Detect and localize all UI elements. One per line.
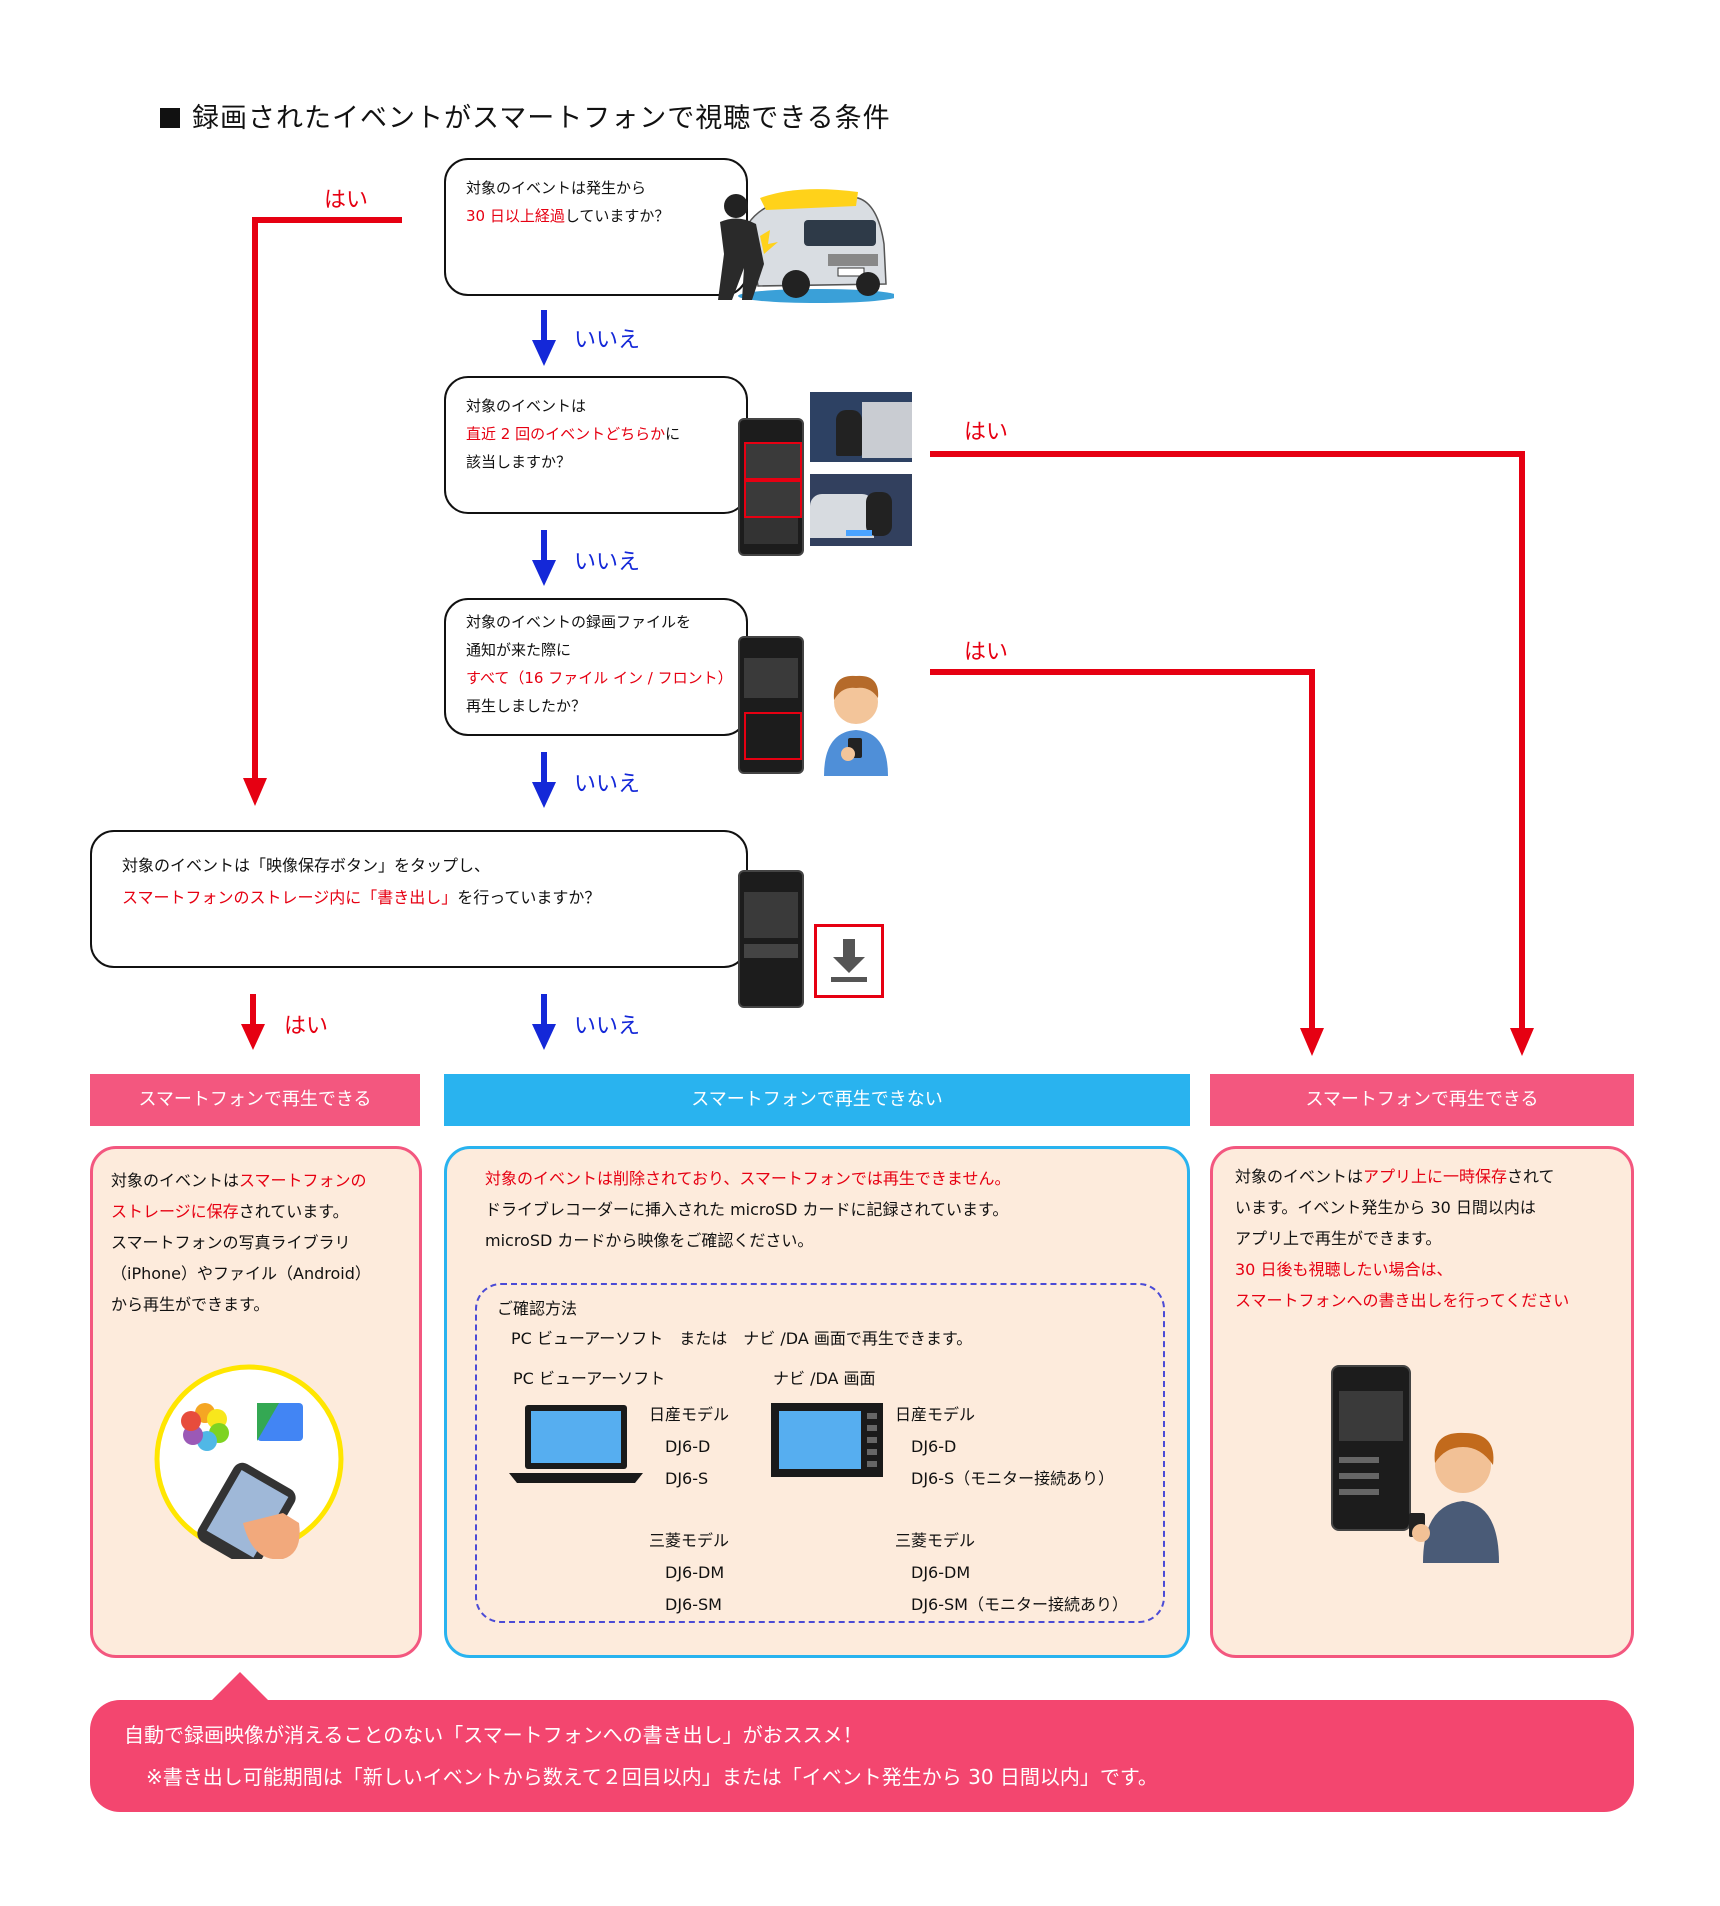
question-4: 対象のイベントは「映像保存ボタン」をタップし、 スマートフォンのストレージ内に「… — [90, 830, 748, 968]
no-label-q1: いいえ — [574, 328, 641, 353]
yes-arrow-q2-to-right — [930, 451, 1534, 1056]
no-arrow-q2-q3 — [532, 530, 556, 586]
question-2: 対象のイベントは 直近 2 回のイベントどちらかに 該当しますか？ — [444, 376, 748, 514]
navi-mitsubishi-label: 三菱モデル — [895, 1531, 976, 1550]
title-square-icon — [160, 108, 180, 128]
navi-nissan-model-1: DJ6-D — [911, 1437, 957, 1456]
person-with-phone-illustration — [824, 675, 888, 776]
pc-nissan-label: 日産モデル — [649, 1405, 730, 1424]
no-arrow-q4-middle — [532, 994, 556, 1050]
pc-mitsubishi-model-2: DJ6-SM — [665, 1595, 722, 1614]
navi-mitsubishi-model-1: DJ6-DM — [911, 1563, 971, 1582]
navi-screen-icon — [771, 1403, 883, 1477]
pc-nissan-model-1: DJ6-D — [665, 1437, 711, 1456]
confirm-method-box — [475, 1283, 1165, 1623]
result-panel-middle: 対象のイベントは削除されており、スマートフォンでは再生できません。 ドライブレコ… — [444, 1146, 1190, 1658]
no-arrow-q3-q4 — [532, 752, 556, 808]
car-thief-illustration — [718, 189, 894, 303]
no-label-q4: いいえ — [574, 1014, 641, 1039]
question-3: 対象のイベントの録画ファイルを 通知が来た際に すべて（16 ファイル イン /… — [444, 598, 748, 736]
pc-nissan-model-2: DJ6-S — [665, 1469, 709, 1488]
pc-mitsubishi-label: 三菱モデル — [649, 1531, 730, 1550]
phone-save-image — [738, 870, 804, 1008]
confirm-title: ご確認方法 — [497, 1299, 578, 1318]
pc-mitsubishi-model-1: DJ6-DM — [665, 1563, 725, 1582]
callout-pointer — [210, 1672, 270, 1702]
person-with-phone-illustration-right — [1409, 1432, 1499, 1563]
yes-arrow-q1-to-q4 — [243, 217, 402, 806]
bottom-recommendation-banner: 自動で録画映像が消えることのない「スマートフォンへの書き出し」がおススメ！ ※書… — [90, 1700, 1634, 1812]
navi-mitsubishi-model-2: DJ6-SM（モニター接続あり） — [911, 1595, 1128, 1614]
result-panel-left: 対象のイベントはスマートフォンの ストレージに保存されています。 スマートフォン… — [90, 1146, 422, 1658]
result-header-middle: スマートフォンで再生できない — [444, 1074, 1190, 1126]
no-label-q3: いいえ — [574, 772, 641, 797]
navi-title: ナビ /DA 画面 — [773, 1369, 876, 1388]
navi-nissan-label: 日産モデル — [895, 1405, 976, 1424]
result-header-right: スマートフォンで再生できる — [1210, 1074, 1634, 1126]
question-1: 対象のイベントは発生から 30 日以上経過していますか？ — [444, 158, 748, 296]
yes-arrow-q3-to-right — [930, 669, 1324, 1056]
event-thumbnail-2 — [810, 474, 912, 546]
no-arrow-q1-q2 — [532, 310, 556, 366]
yes-label-q1: はい — [324, 188, 369, 213]
pc-viewer-title: PC ビューアーソフト — [513, 1369, 666, 1388]
download-icon — [814, 924, 884, 998]
result-panel-right: 対象のイベントはアプリ上に一時保存されて います。イベント発生から 30 日間以… — [1210, 1146, 1634, 1658]
confirm-subtitle: PC ビューアーソフト または ナビ /DA 画面で再生できます。 — [511, 1329, 973, 1348]
phone-event-list-image — [738, 418, 804, 556]
navi-nissan-model-2: DJ6-S（モニター接続あり） — [911, 1469, 1115, 1488]
yes-label-q4: はい — [284, 1014, 329, 1039]
page-title: 録画されたイベントがスマートフォンで視聴できる条件 — [160, 96, 891, 135]
yes-label-q3: はい — [964, 640, 1009, 665]
result-header-left: スマートフォンで再生できる — [90, 1074, 420, 1126]
yes-arrow-q4-left — [241, 994, 265, 1050]
photos-files-hand-illustration — [154, 1364, 344, 1559]
laptop-icon — [509, 1405, 643, 1483]
phone-app-storage-image — [1331, 1365, 1411, 1531]
phone-playback-image — [738, 636, 804, 774]
event-thumbnail-1 — [810, 392, 912, 462]
no-label-q2: いいえ — [574, 550, 641, 575]
yes-label-q2: はい — [964, 420, 1009, 445]
